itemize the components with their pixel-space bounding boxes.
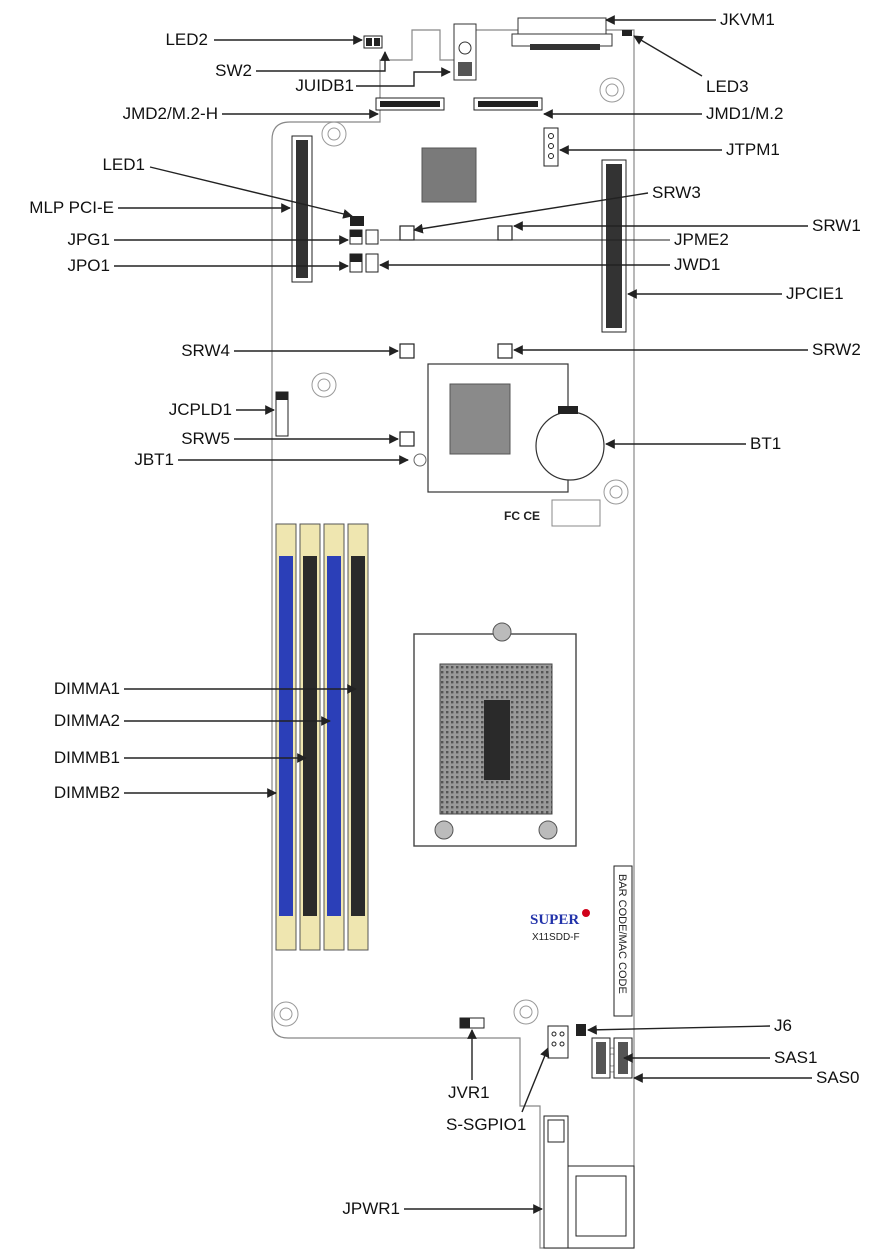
sas-connectors	[591, 1037, 633, 1079]
label-led2: LED2	[165, 30, 208, 49]
label-srw2: SRW2	[812, 340, 861, 359]
line-juidb1	[356, 67, 451, 87]
jumper-block	[349, 216, 379, 273]
jpcie1-slot	[601, 159, 627, 333]
bmc-chip	[421, 147, 477, 203]
label-dimmb1: DIMMB1	[53, 748, 120, 767]
line-s-sgpio1	[521, 1047, 550, 1113]
jbt1-pads	[413, 453, 427, 467]
label-juidb1: JUIDB1	[295, 76, 354, 95]
dimm-slot-b2	[275, 523, 297, 951]
label-jpcie1: JPCIE1	[786, 284, 844, 303]
label-bt1: BT1	[750, 434, 782, 453]
label-led1: LED1	[102, 155, 145, 174]
label-sas0: SAS0	[816, 1068, 860, 1087]
label-jtpm1: JTPM1	[726, 140, 780, 159]
label-srw1: SRW1	[812, 216, 861, 235]
supermicro-logo: SUPER X11SDD-F	[530, 909, 590, 943]
callout-lines	[114, 35, 550, 1214]
callout-lines-right	[379, 15, 812, 1083]
brand-text: SUPER	[530, 912, 579, 928]
label-jpo1: JPO1	[67, 256, 110, 275]
jcpld1-header	[275, 391, 289, 437]
label-sw2: SW2	[215, 61, 252, 80]
line-srw3	[413, 192, 649, 234]
jkvm1-connector	[511, 17, 613, 50]
barcode-text: BAR CODE/MAC CODE	[616, 874, 628, 994]
label-j6: J6	[774, 1016, 792, 1035]
label-sas1: SAS1	[774, 1048, 818, 1067]
barcode-label: BAR CODE/MAC CODE	[613, 865, 633, 1017]
label-srw4: SRW4	[181, 341, 230, 360]
line-led3	[633, 35, 703, 77]
label-jpg1: JPG1	[67, 230, 110, 249]
cpu-socket	[413, 622, 577, 847]
label-srw3: SRW3	[652, 183, 701, 202]
mlp-pcie-slot	[291, 135, 313, 283]
label-dimma1: DIMMA1	[53, 679, 120, 698]
line-led1	[149, 166, 353, 219]
fcc-ce-mark: FC CE	[504, 499, 601, 527]
label-jkvm1: JKVM1	[720, 10, 775, 29]
label-jpme2: JPME2	[674, 230, 729, 249]
bt1-battery	[535, 406, 605, 481]
label-dimma2: DIMMA2	[53, 711, 120, 730]
label-s-sgpio1: S-SGPIO1	[446, 1115, 527, 1134]
label-jwd1: JWD1	[674, 255, 721, 274]
label-jmd2: JMD2/M.2-H	[122, 104, 218, 123]
fcc-ce-text: FC CE	[504, 509, 540, 523]
m2-slots	[375, 97, 543, 111]
dimm-slots	[275, 523, 369, 951]
dimm-slot-b1	[299, 523, 321, 951]
j6-header	[576, 1024, 586, 1036]
s-sgpio1-header	[547, 1025, 569, 1059]
line-sw2	[256, 51, 390, 72]
jpwr1-connector	[543, 1115, 635, 1249]
label-jbt1: JBT1	[134, 450, 174, 469]
label-jmd1: JMD1/M.2	[706, 104, 784, 123]
board-outline	[271, 29, 635, 1249]
juidb1-connector	[453, 23, 477, 81]
label-jcpld1: JCPLD1	[168, 400, 232, 419]
sw2-switch	[363, 35, 383, 49]
model-text: X11SDD-F	[532, 932, 580, 943]
label-srw5: SRW5	[181, 429, 230, 448]
label-mlp-pcie: MLP PCI-E	[29, 198, 114, 217]
jvr1-header	[459, 1017, 485, 1029]
jtpm1-header	[543, 127, 559, 167]
label-jpwr1: JPWR1	[342, 1199, 400, 1218]
label-dimmb2: DIMMB2	[53, 783, 120, 802]
label-led3: LED3	[706, 77, 749, 96]
line-j6	[587, 1024, 771, 1035]
label-jvr1: JVR1	[448, 1083, 490, 1102]
dimm-slot-a1	[347, 523, 369, 951]
dimm-slot-a2	[323, 523, 345, 951]
led3-component	[622, 30, 632, 36]
screw-pads	[399, 225, 513, 447]
